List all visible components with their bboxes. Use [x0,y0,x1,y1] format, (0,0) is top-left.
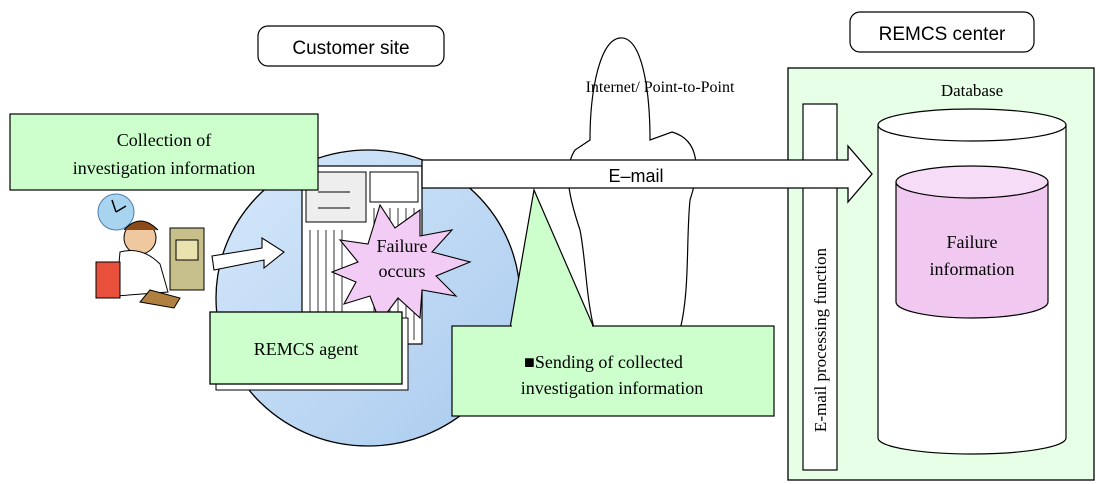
customer-site-box [257,25,445,67]
database-label: Database [941,81,1003,100]
remcs-center-label: REMCS center [879,24,1006,45]
person-at-computer-icon [95,193,205,309]
sending-line1-text: ■Sending of collected [524,352,683,372]
remcs-agent-box [209,311,403,385]
failure-info-line1: Failure [947,232,998,252]
sending-callout [451,325,775,417]
failure-info-line2: information [930,259,1015,279]
email-processing-label: E-mail processing function [811,247,830,432]
failure-occurs-line1: Failure [377,236,428,256]
customer-site-label: Customer site [292,38,409,59]
remcs-agent-label: REMCS agent [254,339,359,359]
collection-callout [9,113,319,191]
network-label: Internet/ Point-to-Point [586,79,735,96]
remcs-center-box [849,11,1035,53]
sending-line1: Sending of collected [535,352,683,372]
collection-line1: Collection of [117,130,211,150]
failure-occurs-line2: occurs [379,261,426,281]
failure-burst [330,203,472,324]
email-label: E–mail [608,166,663,186]
collect-arrow [211,236,285,271]
failure-information-cylinder [895,165,1049,319]
sending-bullet: ■ [524,352,535,372]
sending-line2: investigation information [521,378,703,398]
email-arrow [421,144,873,204]
collection-line2: investigation information [73,158,255,178]
